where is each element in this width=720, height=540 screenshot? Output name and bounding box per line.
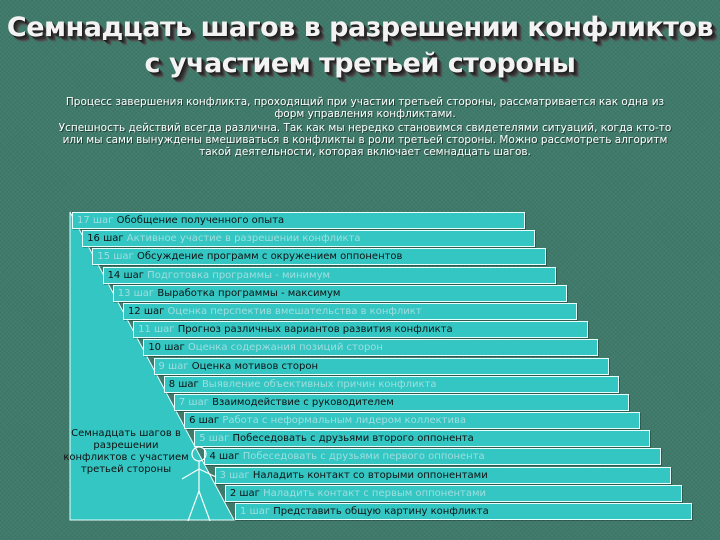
step-row: 9 шаг Оценка мотивов сторон xyxy=(153,357,609,375)
step-number: 4 шаг xyxy=(209,451,240,463)
step-number: 9 шаг xyxy=(158,360,189,372)
step-text: Оценка мотивов сторон xyxy=(188,360,318,372)
step-text: Побеседовать с друзьями второго оппонент… xyxy=(229,433,474,445)
stick-figure-icon xyxy=(181,446,217,522)
step-number: 16 шаг xyxy=(87,233,124,245)
step-row: 12 шаг Оценка перспектив вмешательства в… xyxy=(122,302,578,320)
step-number: 2 шаг xyxy=(229,487,260,499)
step-text: Оценка содержания позиций сторон xyxy=(184,342,383,354)
step-text: Взаимодействие с руководителем xyxy=(208,396,394,408)
step-text: Наладить контакт с первым оппонентами xyxy=(259,487,487,499)
slide-title-line-2: с участием третьей стороны xyxy=(144,48,576,79)
step-number: 13 шаг xyxy=(117,287,155,299)
step-number: 11 шаг xyxy=(138,324,175,336)
step-text: Оценка перспектив вмешательства в конфли… xyxy=(164,305,422,317)
step-text: Выработка программы - максимум xyxy=(154,287,341,299)
step-number: 14 шаг xyxy=(107,269,144,281)
step-text: Побеседовать с друзьями первого оппонент… xyxy=(239,451,485,463)
step-number: 7 шаг xyxy=(178,396,209,408)
step-row: 5 шаг Побеседовать с друзьями второго оп… xyxy=(194,430,651,448)
step-number: 5 шаг xyxy=(199,433,230,445)
step-row: 2 шаг Наладить контакт с первым оппонент… xyxy=(224,484,682,502)
step-text: Активное участие в разрешении конфликта xyxy=(123,233,361,245)
step-row: 17 шаг Обобщение полученного опыта xyxy=(72,212,525,229)
step-number: 12 шаг xyxy=(127,305,165,317)
step-number: 15 шаг xyxy=(97,251,134,263)
step-row: 8 шаг Выявление объективных причин конфл… xyxy=(163,375,619,393)
step-text: Работа с неформальным лидером коллектива xyxy=(219,415,467,427)
step-row: 15 шаг Обсуждение программ с окружением … xyxy=(92,248,546,266)
step-number: 6 шаг xyxy=(189,415,220,427)
step-text: Обсуждение программ с окружением оппонен… xyxy=(133,251,403,263)
step-row: 1 шаг Представить общую картину конфликт… xyxy=(235,503,692,520)
step-number: 1 шаг xyxy=(240,506,271,517)
intro-paragraph-1: Процесс завершения конфликта, проходящий… xyxy=(65,96,665,120)
step-text: Подготовка программы - минимум xyxy=(144,269,331,281)
step-row: 6 шаг Работа с неформальным лидером колл… xyxy=(184,412,640,430)
step-text: Прогноз различных вариантов развития кон… xyxy=(174,324,453,336)
step-text: Наладить контакт со вторыми оппонентами xyxy=(249,469,488,481)
step-row: 3 шаг Наладить контакт со вторыми оппоне… xyxy=(214,466,672,484)
step-row: 4 шаг Побеседовать с друзьями первого оп… xyxy=(204,448,661,466)
step-row: 16 шаг Активное участие в разрешении кон… xyxy=(82,230,536,248)
step-text: Выявление объективных причин конфликта xyxy=(198,378,437,390)
step-row: 10 шаг Оценка содержания позиций сторон xyxy=(143,339,599,357)
step-text: Представить общую картину конфликта xyxy=(270,506,489,517)
step-text: Обобщение полученного опыта xyxy=(113,215,285,226)
step-row: 13 шаг Выработка программы - максимум xyxy=(112,284,567,302)
staircase-caption: Семнадцать шагов в разрешении конфликтов… xyxy=(63,428,189,475)
step-row: 11 шаг Прогноз различных вариантов разви… xyxy=(133,321,588,339)
intro-paragraph-2: Успешность действий всегда различна. Так… xyxy=(58,122,672,158)
step-number: 17 шаг xyxy=(77,215,114,226)
step-row: 14 шаг Подготовка программы - минимум xyxy=(102,266,557,284)
step-number: 10 шаг xyxy=(148,342,185,354)
step-number: 3 шаг xyxy=(219,469,250,481)
slide-title-line-1: Семнадцать шагов в разрешении конфликтов xyxy=(6,12,714,43)
step-number: 8 шаг xyxy=(168,378,199,390)
step-row: 7 шаг Взаимодействие с руководителем xyxy=(173,393,630,411)
